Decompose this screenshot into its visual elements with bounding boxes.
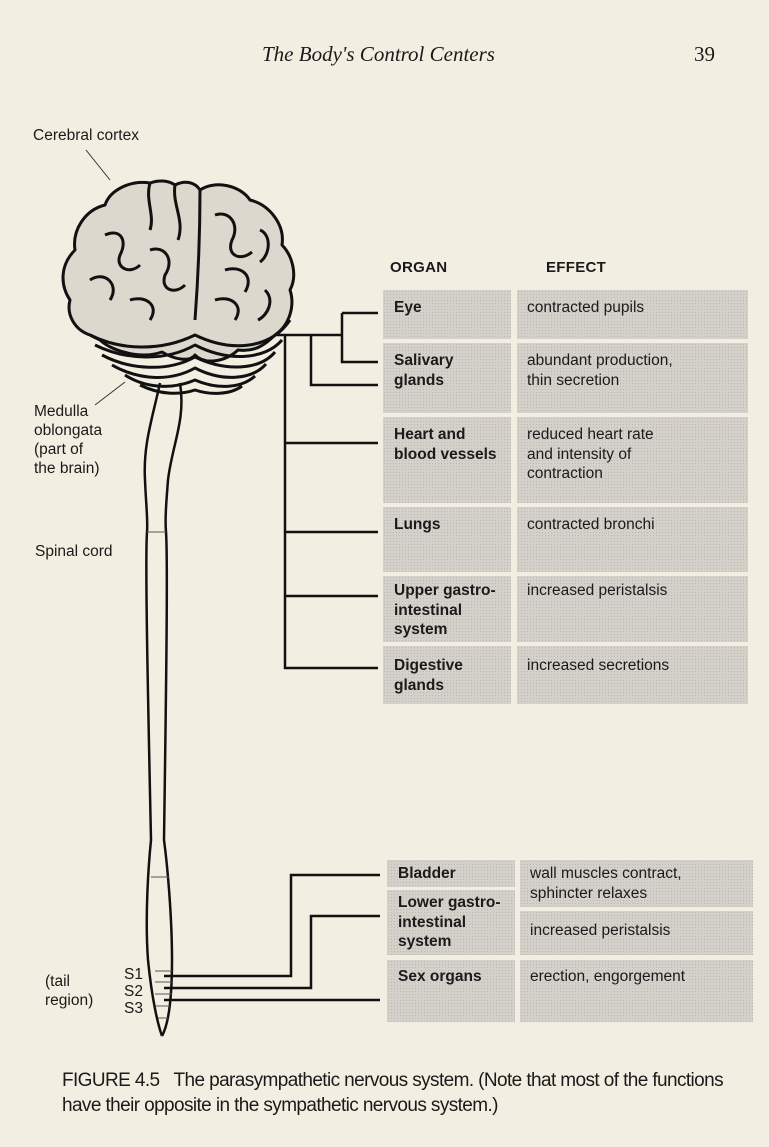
label-medulla-line: the brain)	[34, 460, 100, 477]
label-segment-s3: S3	[124, 1000, 143, 1017]
organ-cell-lower-gi: Lower gastro-intestinal system	[387, 890, 515, 955]
effect-text: contracted bronchi	[527, 516, 655, 533]
effect-text: increased peristalsis	[527, 582, 668, 599]
organ-cell-lungs: Lungs	[383, 507, 511, 572]
effect-line: wall muscles contract,	[530, 865, 682, 882]
organ-cell-sex-organs: Sex organs	[387, 960, 515, 1022]
organ-cell-bladder: Bladder	[387, 860, 515, 887]
effect-cell-heart: reduced heart rate and intensity of contra…	[517, 417, 748, 503]
header-organ: ORGAN	[390, 259, 448, 276]
effect-line: sphincter relaxes	[530, 884, 648, 902]
effect-text: erection, engorgement	[530, 968, 686, 985]
label-medulla-line: oblongata	[34, 422, 103, 439]
organ-name: Upper gastro-intestinal system	[383, 576, 511, 640]
organ-cell-digestive: Digestive glands	[383, 646, 511, 704]
organ-name: Lower gastro-intestinal system	[387, 890, 515, 952]
organ-name: Eye	[394, 299, 422, 316]
organ-line: blood vessels	[394, 445, 497, 463]
effect-cell-digestive: increased secretions	[517, 646, 748, 704]
figure-number: FIGURE 4.5	[62, 1070, 160, 1091]
organ-name: Digestive glands	[383, 646, 511, 695]
effect-cell-lungs: contracted bronchi	[517, 507, 748, 572]
organ-line: Digestive	[394, 657, 463, 674]
label-medulla-line: (part of	[34, 441, 84, 458]
spinal-cord-icon	[143, 382, 183, 1037]
effect-line: abundant production,	[527, 352, 673, 369]
effect-text: wall muscles contract, sphincter relaxes	[520, 860, 753, 903]
organ-name: Sex organs	[398, 968, 482, 985]
organ-line: Salivary	[394, 352, 454, 369]
organ-line: intestinal	[398, 913, 467, 931]
page-number: 39	[694, 42, 715, 66]
medulla-pointer	[94, 381, 126, 406]
caption-text: The parasympathetic nervous system. (Not…	[62, 1070, 724, 1116]
header-effect: EFFECT	[546, 259, 607, 276]
effect-text: reduced heart rate and intensity of contra…	[517, 417, 748, 484]
label-segment-s1: S1	[124, 966, 143, 983]
organ-name: Salivary glands	[383, 343, 511, 390]
organ-line: system	[398, 933, 452, 950]
sacral-connectors	[164, 873, 380, 1002]
running-head: The Body's Control Centers	[262, 42, 495, 66]
organ-cell-eye: Eye	[383, 290, 511, 339]
organ-line: Upper gastro-	[394, 582, 496, 599]
organ-line: intestinal	[394, 601, 463, 619]
label-cerebral-cortex: Cerebral cortex	[33, 127, 139, 144]
brain-icon	[61, 179, 296, 395]
organ-line: glands	[394, 371, 444, 389]
label-segment-s2: S2	[124, 983, 143, 1000]
effect-text: contracted pupils	[527, 299, 645, 316]
brain-connectors	[277, 311, 378, 670]
organ-line: system	[394, 621, 448, 638]
label-medulla: Medulla oblongata (part of the brain)	[34, 402, 102, 478]
effect-cell-eye: contracted pupils	[517, 290, 748, 339]
organ-cell-upper-gi: Upper gastro-intestinal system	[383, 576, 511, 642]
label-tail-line: region)	[45, 992, 94, 1009]
organ-cell-salivary: Salivary glands	[383, 343, 511, 413]
effect-text: abundant production, thin secretion	[517, 343, 748, 390]
effect-text: increased peristalsis	[530, 922, 671, 939]
organ-line: Heart and	[394, 426, 466, 443]
organ-line: Lower gastro-	[398, 894, 501, 911]
effect-cell-bladder: wall muscles contract, sphincter relaxes	[520, 860, 753, 907]
effect-line: thin secretion	[527, 371, 620, 389]
effect-cell-lower-gi: increased peristalsis	[520, 911, 753, 955]
effect-line: reduced heart rate	[527, 426, 654, 443]
cerebral-cortex-pointer	[85, 149, 111, 181]
effect-cell-upper-gi: increased peristalsis	[517, 576, 748, 642]
effect-line: and intensity of	[527, 445, 632, 463]
label-medulla-line: Medulla	[34, 403, 89, 420]
organ-cell-heart: Heart and blood vessels	[383, 417, 511, 503]
effect-text: increased secretions	[527, 657, 670, 674]
organ-name: Lungs	[394, 516, 441, 533]
label-spinal-cord: Spinal cord	[35, 543, 113, 560]
label-tail-region: (tail region)	[45, 972, 93, 1010]
organ-name: Heart and blood vessels	[383, 417, 511, 464]
organ-line: glands	[394, 676, 444, 694]
effect-line: contraction	[527, 465, 603, 482]
effect-cell-sex-organs: erection, engorgement	[520, 960, 753, 1022]
label-tail-line: (tail	[45, 973, 70, 990]
organ-name: Bladder	[398, 865, 456, 882]
effect-cell-salivary: abundant production, thin secretion	[517, 343, 748, 413]
